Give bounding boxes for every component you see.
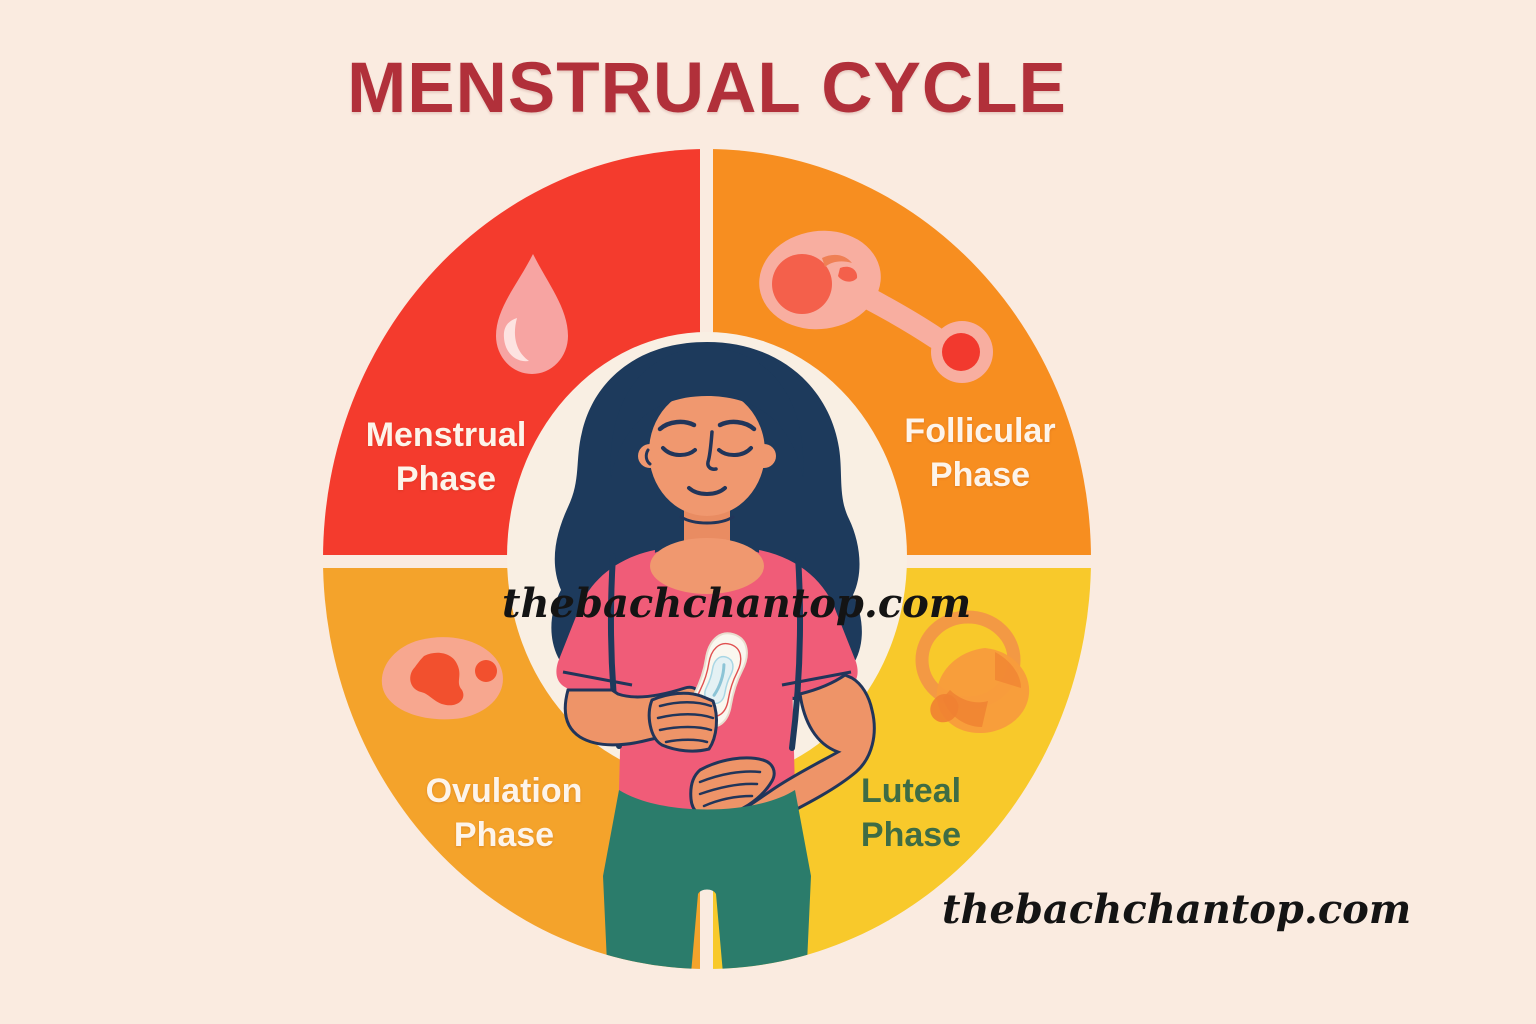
corpus-luteum-icon [915,610,1030,734]
watermark-bottom-right: thebachchantop.com [942,886,1412,933]
ovulation-phase-label: Ovulation Phase [374,770,634,857]
left-eye-closed [661,446,697,457]
menstrual-phase-line2: Phase [395,459,497,498]
chest [650,538,764,594]
follicular-phase-line1: Follicular [904,412,1056,450]
left-eyebrow [657,419,697,432]
luteal-phase-label: Luteal Phase [781,770,1041,857]
chin-line [679,515,735,525]
right-cuff-seam [781,670,852,687]
pad-hand [647,691,718,753]
right-arm [689,673,876,832]
right-eyebrow [717,419,757,432]
nose [706,430,718,471]
menstrual-phase-line1: Menstrual [365,416,527,454]
ovulation-phase-line1: Ovulation [425,772,583,810]
luteal-phase-line1: Luteal [860,772,962,810]
ovulation-phase-line2: Phase [453,815,555,854]
hair-front [610,348,804,478]
blood-drop-icon [496,254,568,374]
luteal-phase-line2: Phase [860,815,962,854]
ovarian-follicle-icon [759,230,993,383]
right-eye-closed [717,446,753,457]
ovum-release-icon [381,637,503,720]
woman-illustration [551,342,876,969]
ear-detail [644,448,652,466]
left-cuff-seam [562,670,633,687]
watermark-center: thebachchantop.com [502,580,972,627]
follicular-phase-line2: Phase [929,455,1031,494]
face [610,348,804,525]
page-title: MENSTRUAL CYCLE [347,49,1067,128]
pants [603,790,811,969]
hair-strand-right [789,553,803,751]
follicular-phase-label: Follicular Phase [850,410,1110,497]
smile [687,486,727,496]
menstrual-phase-label: Menstrual Phase [316,414,576,501]
